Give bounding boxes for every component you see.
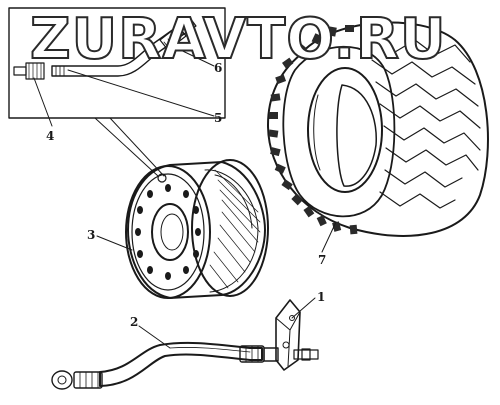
wheel-disk	[125, 159, 269, 299]
hose-bracket	[275, 299, 301, 371]
tread-lugs	[268, 25, 358, 235]
callout-1: 1	[317, 290, 325, 304]
valve-detail-inset	[8, 7, 226, 177]
hose-fitting-left	[51, 370, 103, 390]
inflation-hose	[51, 341, 319, 390]
callout-4: 4	[46, 129, 54, 143]
stud-holes	[135, 184, 201, 280]
leader-lines	[33, 43, 337, 349]
callout-7: 7	[318, 253, 326, 267]
callout-3: 3	[87, 228, 95, 242]
watermark: ZURAVTO.RU	[30, 7, 447, 72]
callout-2: 2	[130, 315, 138, 329]
tire	[267, 21, 489, 237]
hose-fitting-right	[239, 345, 319, 363]
callout-6: 6	[214, 61, 222, 75]
callout-5: 5	[214, 111, 222, 125]
valve-cap	[13, 62, 45, 80]
